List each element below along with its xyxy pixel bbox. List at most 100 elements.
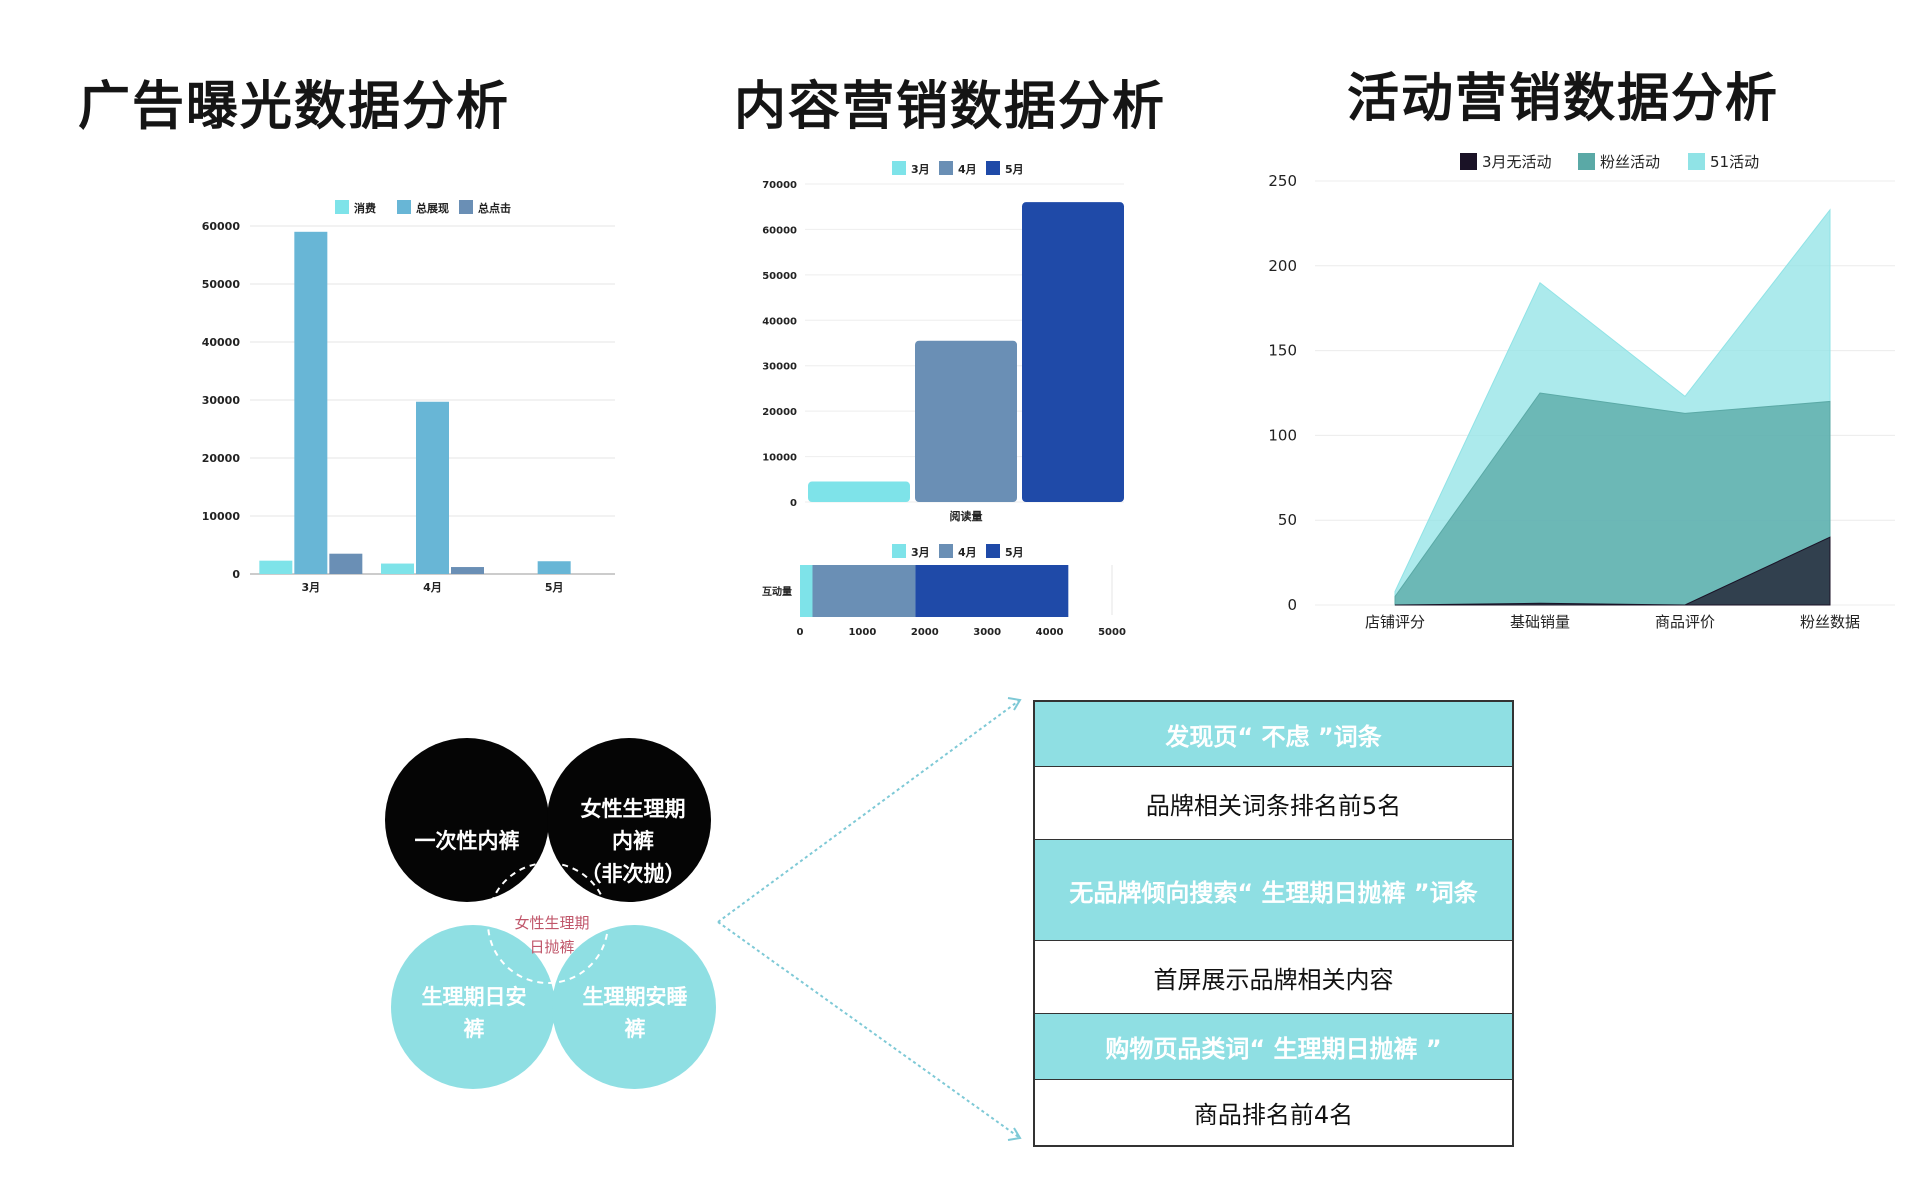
- y-tick-label: 0: [1287, 596, 1297, 614]
- y-tick-label: 0: [232, 568, 240, 581]
- y-tick-label: 60000: [202, 220, 241, 233]
- y-tick-label: 40000: [202, 336, 241, 349]
- keyword-row: 无品牌倾向搜索“ 生理期日抛裤 ”词条: [1035, 840, 1512, 941]
- y-tick-label: 100: [1268, 426, 1297, 444]
- venn-label-top-right-1: 女性生理期: [581, 797, 686, 821]
- keyword-ranking-table: 发现页“ 不虑 ”词条 品牌相关词条排名前5名 无品牌倾向搜索“ 生理期日抛裤 …: [1033, 700, 1514, 1147]
- legend-swatch: [1578, 153, 1595, 170]
- venn-diagram: 一次性内裤 女性生理期 内裤 （非次抛） 女性生理期 日抛裤 生理期日安 裤 生…: [385, 697, 1022, 1141]
- bar: [451, 567, 484, 574]
- legend-swatch: [1688, 153, 1705, 170]
- bar: [915, 565, 1069, 617]
- venn-label-top-right-2: 内裤: [612, 829, 654, 853]
- y-tick-label: 20000: [762, 407, 797, 418]
- circle-top-right: [547, 738, 711, 902]
- venn-label-top-right-3: （非次抛）: [581, 862, 686, 886]
- bar: [381, 563, 414, 574]
- legend-label: 总点击: [478, 201, 511, 215]
- activity-chart-title: 活动营销数据分析: [1347, 69, 1780, 129]
- y-tick-label: 50000: [762, 271, 797, 282]
- keyword-row-text: 购物页品类词“ 生理期日抛裤 ”: [1105, 1035, 1442, 1063]
- circle-bottom-right: [552, 925, 716, 1089]
- y-tick-label: 互动量: [762, 585, 792, 598]
- bar: [812, 565, 916, 617]
- legend-label: 4月: [958, 163, 977, 176]
- ad-chart-title: 广告曝光数据分析: [78, 77, 511, 137]
- keyword-row-text: 品牌相关词条排名前5名: [1145, 791, 1402, 820]
- y-tick-label: 30000: [202, 394, 241, 407]
- bar: [329, 553, 363, 574]
- legend-label: 5月: [1005, 163, 1024, 176]
- x-tick-label: 店铺评分: [1365, 613, 1425, 631]
- legend-label: 3月: [911, 546, 930, 559]
- legend-swatch: [986, 544, 1000, 558]
- keyword-row: 购物页品类词“ 生理期日抛裤 ”: [1035, 1014, 1512, 1080]
- x-tick-label: 阅读量: [950, 509, 983, 523]
- y-tick-label: 50: [1278, 511, 1297, 529]
- y-tick-label: 60000: [762, 225, 797, 236]
- keyword-row-text: 发现页“ 不虑 ”词条: [1165, 722, 1382, 751]
- legend-swatch: [892, 544, 906, 558]
- legend-swatch: [459, 200, 473, 214]
- bar: [537, 561, 571, 574]
- venn-label-bottom-right-1: 生理期安睡: [583, 985, 688, 1009]
- bar: [416, 401, 449, 574]
- y-tick-label: 10000: [762, 453, 797, 464]
- venn-overlap-label-1: 女性生理期: [514, 914, 589, 932]
- x-tick-label: 5月: [545, 581, 564, 594]
- legend-swatch: [939, 544, 953, 558]
- pointer-line-top: [717, 699, 1021, 923]
- y-tick-label: 150: [1268, 342, 1297, 360]
- circle-top-left: [385, 738, 549, 902]
- keyword-row-text: 无品牌倾向搜索“ 生理期日抛裤 ”词条: [1069, 878, 1478, 907]
- venn-label-bottom-left-1: 生理期日安: [422, 985, 527, 1009]
- x-tick-label: 3000: [973, 627, 1001, 638]
- y-tick-label: 200: [1268, 257, 1297, 275]
- venn-label-bottom-left-2: 裤: [464, 1017, 485, 1041]
- legend-label: 51活动: [1710, 153, 1759, 171]
- x-tick-label: 粉丝数据: [1800, 613, 1860, 631]
- venn-label-bottom-right-2: 裤: [625, 1017, 646, 1041]
- ad-bar-chart: 消费 总展现 总点击 0 10000 20000 30000 40000 50000 60000 3…: [202, 200, 615, 594]
- legend-label: 3月无活动: [1482, 153, 1552, 171]
- pointer-arrow-top: [1007, 697, 1022, 711]
- legend-swatch: [397, 200, 411, 214]
- reads-bar-chart: 3月 4月 5月 0 10000 20000 30000 40000 50000 60000 700…: [762, 161, 1124, 523]
- y-tick-label: 250: [1268, 172, 1297, 190]
- pointer-line-bottom: [717, 921, 1021, 1139]
- bar: [259, 560, 293, 574]
- bar: [800, 565, 813, 617]
- bar: [915, 340, 1017, 502]
- keyword-row: 首屏展示品牌相关内容: [1035, 941, 1512, 1014]
- legend-label: 3月: [911, 163, 930, 176]
- bar: [808, 481, 910, 502]
- keyword-row-text: 首屏展示品牌相关内容: [1153, 965, 1394, 994]
- keyword-row-text: 商品排名前4名: [1193, 1101, 1354, 1129]
- x-tick-label: 商品评价: [1655, 613, 1715, 631]
- keyword-row: 商品排名前4名: [1035, 1080, 1512, 1145]
- y-tick-label: 10000: [202, 510, 241, 523]
- x-tick-label: 4000: [1036, 627, 1064, 638]
- legend-swatch: [1460, 153, 1477, 170]
- overlap-circle: [487, 862, 609, 984]
- bar: [294, 231, 328, 575]
- y-tick-label: 40000: [762, 316, 797, 327]
- y-tick-label: 70000: [762, 180, 797, 191]
- venn-overlap-label-2: 日抛裤: [529, 938, 574, 956]
- x-tick-label: 2000: [911, 627, 939, 638]
- bar: [1022, 202, 1124, 502]
- keyword-row: 发现页“ 不虑 ”词条: [1035, 702, 1512, 767]
- legend-label: 消费: [354, 201, 376, 215]
- legend-label: 总展现: [416, 201, 449, 215]
- y-tick-label: 20000: [202, 452, 241, 465]
- y-tick-label: 50000: [202, 278, 241, 291]
- legend-swatch: [335, 200, 349, 214]
- y-tick-label: 30000: [762, 362, 797, 373]
- circle-bottom-left: [391, 925, 555, 1089]
- x-tick-label: 3月: [302, 581, 321, 594]
- y-tick-label: 0: [790, 498, 797, 509]
- legend-label: 4月: [958, 546, 977, 559]
- legend-swatch: [986, 161, 1000, 175]
